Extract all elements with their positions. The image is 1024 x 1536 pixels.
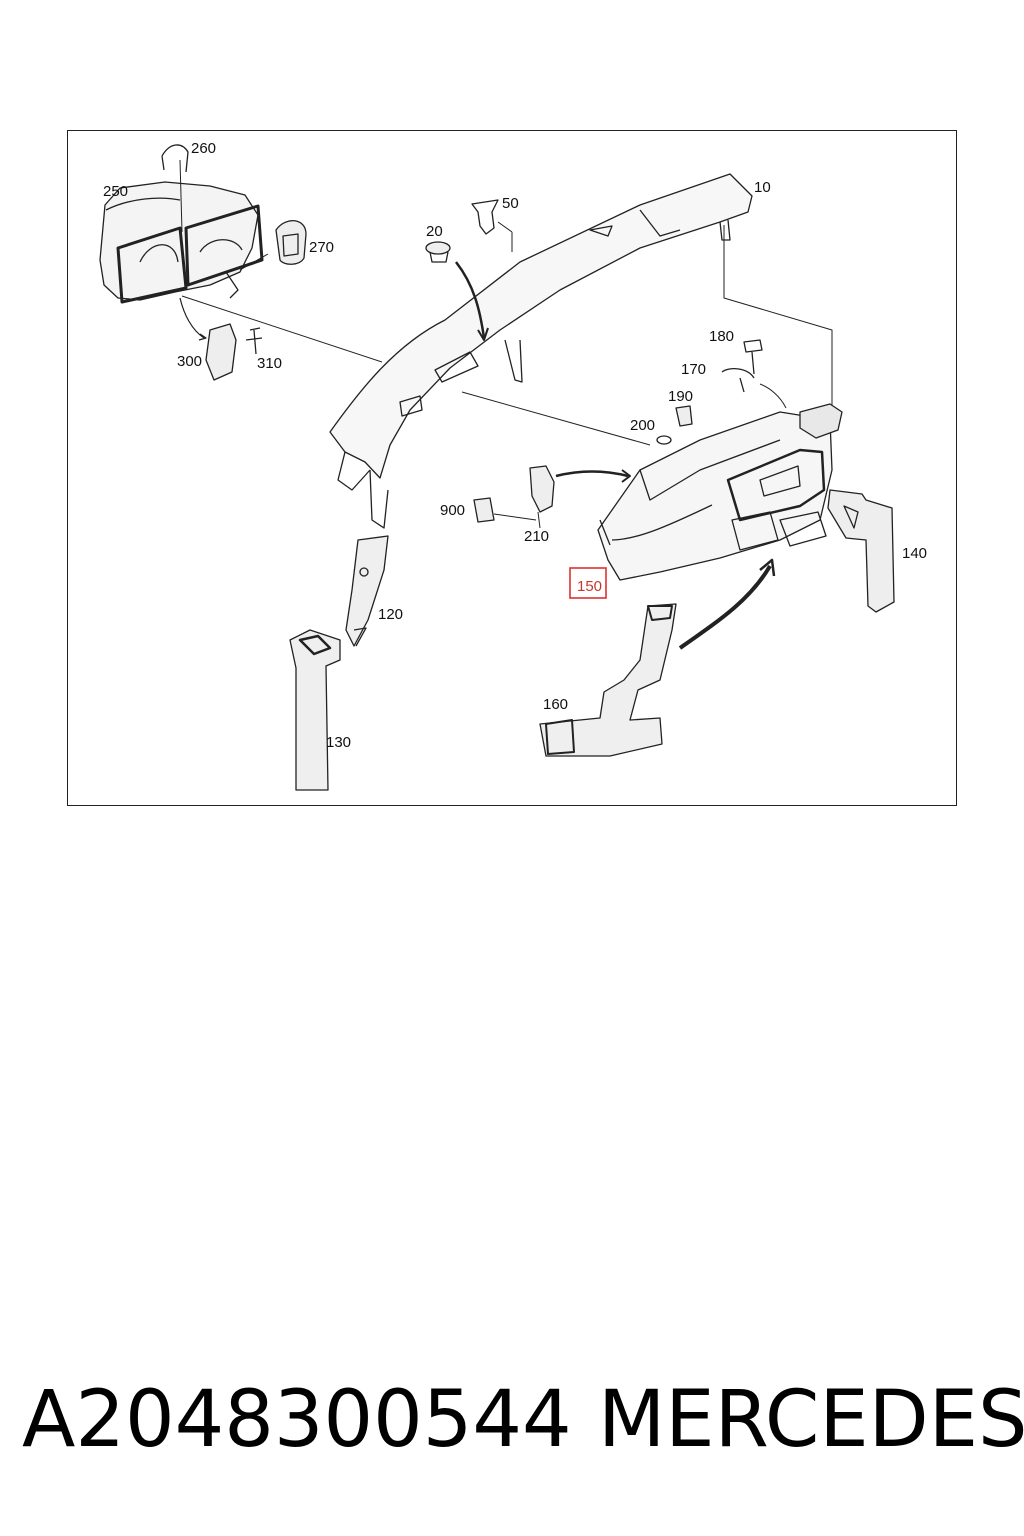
part-310-screw [245,327,263,355]
callout-170[interactable]: 170 [681,361,706,378]
part-50-clip [471,199,499,235]
callout-50[interactable]: 50 [502,195,519,212]
part-300-bracket [205,323,237,381]
callout-900[interactable]: 900 [440,502,465,519]
callout-10[interactable]: 10 [754,179,771,196]
part-260-clip [161,144,189,173]
callout-140[interactable]: 140 [902,545,927,562]
callout-labels: 10 20 50 120 130 140 150 160 170 180 190… [103,140,927,751]
callout-130[interactable]: 130 [326,734,351,751]
callout-150[interactable]: 150 [577,578,602,595]
part-10-channel [329,173,753,529]
callout-300[interactable]: 300 [177,353,202,370]
callout-200[interactable]: 200 [630,417,655,434]
callout-150-highlight [569,567,607,599]
callout-210[interactable]: 210 [524,528,549,545]
callout-270[interactable]: 270 [309,239,334,256]
brand-name: MERCEDES [598,1375,1024,1465]
part-120-bracket [345,535,389,647]
callout-20[interactable]: 20 [426,223,443,240]
part-150-duct [597,403,843,581]
part-210-bracket [529,465,555,513]
part-20-plug [425,241,451,263]
part-250-housing [99,181,264,304]
parts-diagram: 10 20 50 120 130 140 150 160 170 180 190… [99,140,927,791]
callout-120[interactable]: 120 [378,606,403,623]
part-160-duct [539,603,677,757]
callout-190[interactable]: 190 [668,388,693,405]
callout-250[interactable]: 250 [103,183,128,200]
part-200-washer [656,435,672,445]
callout-180[interactable]: 180 [709,328,734,345]
callout-160[interactable]: 160 [543,696,568,713]
part-number: A2048300544 [22,1375,572,1465]
part-270-grommet [275,220,307,265]
part-170-hose [721,367,755,393]
part-180-bolt [743,339,763,375]
part-900-clip [473,497,495,523]
part-190-clip [675,405,693,427]
part-130-duct [289,629,341,791]
part-140-bracket [827,489,895,613]
footer: A2048300544 MERCEDES [0,1370,1024,1470]
callout-310[interactable]: 310 [257,355,282,372]
callout-260[interactable]: 260 [191,140,216,157]
